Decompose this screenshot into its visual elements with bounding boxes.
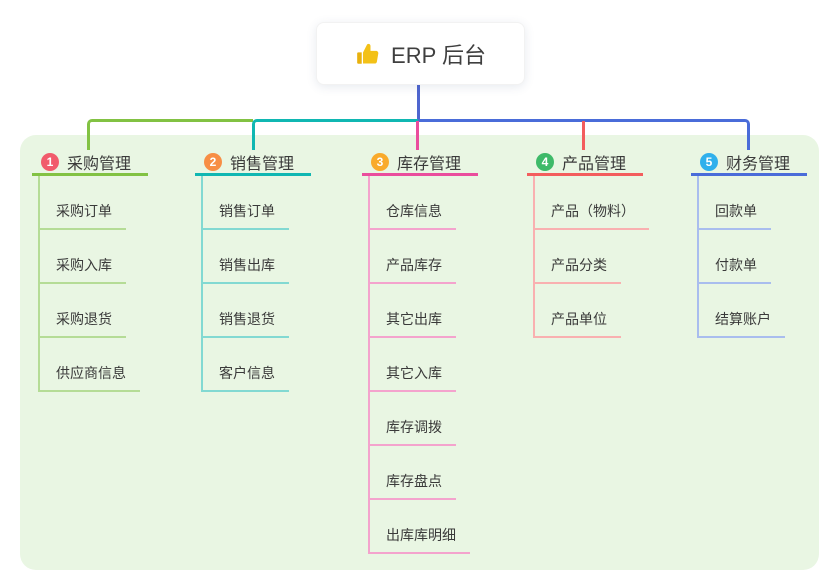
branch-children: 产品（物料）产品分类产品单位 bbox=[533, 176, 649, 338]
child-node[interactable]: 结算账户 bbox=[699, 284, 785, 338]
branch-header[interactable]: 1 采购管理 bbox=[32, 150, 148, 176]
branch5-rail-line bbox=[419, 119, 750, 150]
child-node[interactable]: 销售出库 bbox=[203, 230, 289, 284]
child-node[interactable]: 销售退货 bbox=[203, 284, 289, 338]
branch-children: 回款单付款单结算账户 bbox=[697, 176, 807, 338]
branch-children: 仓库信息产品库存其它出库其它入库库存调拨库存盘点出库库明细 bbox=[368, 176, 478, 554]
branch4-drop-line bbox=[582, 121, 585, 150]
branch-children: 采购订单采购入库采购退货供应商信息 bbox=[38, 176, 148, 392]
root-label: ERP 后台 bbox=[391, 42, 486, 68]
branch-label: 库存管理 bbox=[397, 155, 462, 173]
child-node[interactable]: 供应商信息 bbox=[40, 338, 140, 392]
child-node[interactable]: 库存调拨 bbox=[370, 392, 456, 446]
branch2-rail-line bbox=[252, 119, 418, 150]
branch-children: 销售订单销售出库销售退货客户信息 bbox=[201, 176, 311, 392]
branch-header[interactable]: 2 销售管理 bbox=[195, 150, 311, 176]
branch-header[interactable]: 5 财务管理 bbox=[691, 150, 807, 176]
branch-column: 4 产品管理 产品（物料）产品分类产品单位 bbox=[527, 150, 649, 338]
child-node[interactable]: 产品（物料） bbox=[535, 176, 649, 230]
child-node[interactable]: 采购退货 bbox=[40, 284, 126, 338]
child-node[interactable]: 客户信息 bbox=[203, 338, 289, 392]
child-node[interactable]: 产品库存 bbox=[370, 230, 456, 284]
thumbs-up-icon bbox=[357, 43, 379, 64]
child-node[interactable]: 回款单 bbox=[699, 176, 771, 230]
branch-number-badge: 1 bbox=[41, 152, 59, 171]
child-node[interactable]: 采购入库 bbox=[40, 230, 126, 284]
child-node[interactable]: 出库库明细 bbox=[370, 500, 470, 554]
child-node[interactable]: 库存盘点 bbox=[370, 446, 456, 500]
branch-column: 3 库存管理 仓库信息产品库存其它出库其它入库库存调拨库存盘点出库库明细 bbox=[362, 150, 478, 554]
branch-label: 采购管理 bbox=[67, 155, 132, 173]
child-node[interactable]: 付款单 bbox=[699, 230, 771, 284]
branch-header[interactable]: 3 库存管理 bbox=[362, 150, 478, 176]
branch-header[interactable]: 4 产品管理 bbox=[527, 150, 643, 176]
child-node[interactable]: 其它入库 bbox=[370, 338, 456, 392]
branch-number-badge: 3 bbox=[371, 152, 389, 171]
branch-number-badge: 2 bbox=[204, 152, 222, 171]
branch-number-badge: 5 bbox=[700, 152, 718, 171]
branch1-rail-line bbox=[87, 119, 253, 150]
child-node[interactable]: 产品单位 bbox=[535, 284, 621, 338]
child-node[interactable]: 其它出库 bbox=[370, 284, 456, 338]
branch-label: 销售管理 bbox=[230, 155, 295, 173]
branch-label: 财务管理 bbox=[726, 155, 791, 173]
branch-column: 5 财务管理 回款单付款单结算账户 bbox=[691, 150, 807, 338]
root-stem-line bbox=[417, 83, 420, 121]
branch-number-badge: 4 bbox=[536, 152, 554, 171]
child-node[interactable]: 销售订单 bbox=[203, 176, 289, 230]
child-node[interactable]: 产品分类 bbox=[535, 230, 621, 284]
child-node[interactable]: 仓库信息 bbox=[370, 176, 456, 230]
root-node[interactable]: ERP 后台 bbox=[316, 22, 525, 85]
child-node[interactable]: 采购订单 bbox=[40, 176, 126, 230]
branch3-drop-line bbox=[416, 121, 419, 150]
branch-label: 产品管理 bbox=[562, 155, 627, 173]
branches-panel bbox=[20, 135, 819, 570]
branch-column: 2 销售管理 销售订单销售出库销售退货客户信息 bbox=[195, 150, 311, 392]
branch-column: 1 采购管理 采购订单采购入库采购退货供应商信息 bbox=[32, 150, 148, 392]
